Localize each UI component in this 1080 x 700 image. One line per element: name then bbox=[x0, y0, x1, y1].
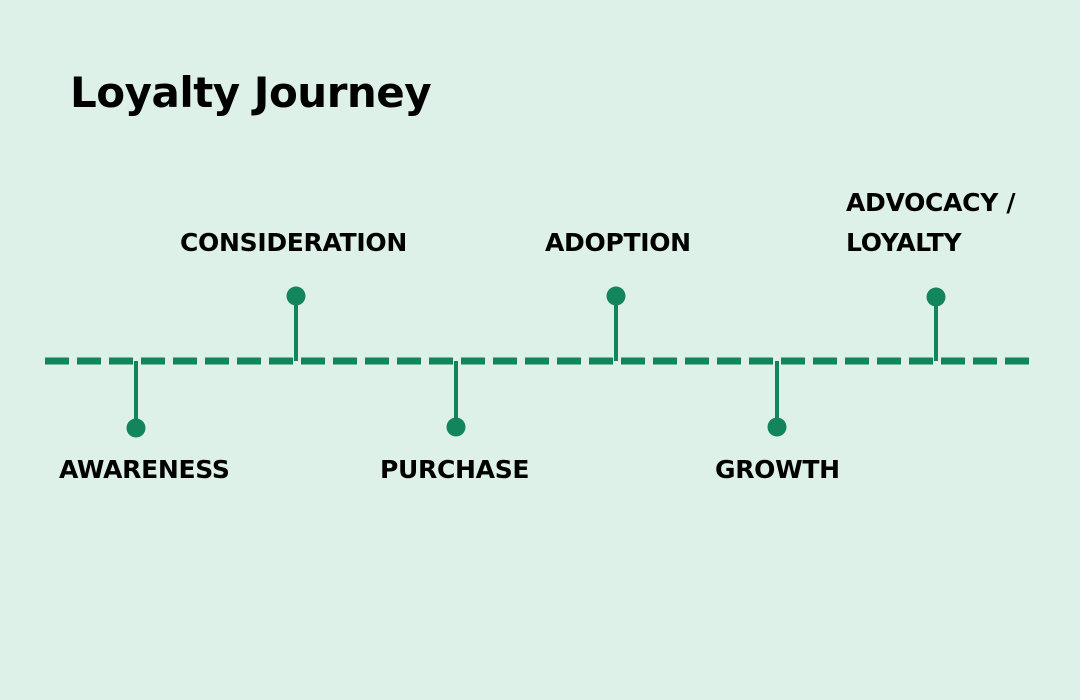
stage-label-adoption: ADOPTION bbox=[545, 223, 691, 263]
page-title: Loyalty Journey bbox=[70, 68, 432, 117]
stage-label-line: ADOPTION bbox=[545, 228, 691, 257]
stage-dot bbox=[446, 417, 466, 437]
stage-marker-adoption bbox=[606, 286, 626, 361]
stage-label-line: ADVOCACY / bbox=[846, 188, 1016, 217]
stage-dot bbox=[286, 286, 306, 306]
stage-label-awareness: AWARENESS bbox=[59, 450, 230, 490]
stage-marker-purchase bbox=[446, 361, 466, 437]
stage-label-line: LOYALTY bbox=[846, 228, 962, 257]
stage-dot bbox=[126, 418, 146, 438]
stage-label-purchase: PURCHASE bbox=[380, 450, 529, 490]
stage-label-line: AWARENESS bbox=[59, 455, 230, 484]
stage-label-line: GROWTH bbox=[715, 455, 840, 484]
stage-label-line: PURCHASE bbox=[380, 455, 530, 484]
stage-label-consideration: CONSIDERATION bbox=[180, 223, 407, 263]
stage-marker-consideration bbox=[286, 286, 306, 361]
stage-label-growth: GROWTH bbox=[715, 450, 840, 490]
stage-dot bbox=[926, 287, 946, 307]
stage-label-advocacy-loyalty: ADVOCACY / LOYALTY bbox=[846, 183, 1016, 263]
stage-label-line: CONSIDERATION bbox=[180, 228, 407, 257]
stage-marker-awareness bbox=[126, 361, 146, 438]
stage-marker-advocacy-loyalty bbox=[926, 287, 946, 361]
stage-dot bbox=[767, 417, 787, 437]
stage-marker-growth bbox=[767, 361, 787, 437]
stage-dot bbox=[606, 286, 626, 306]
